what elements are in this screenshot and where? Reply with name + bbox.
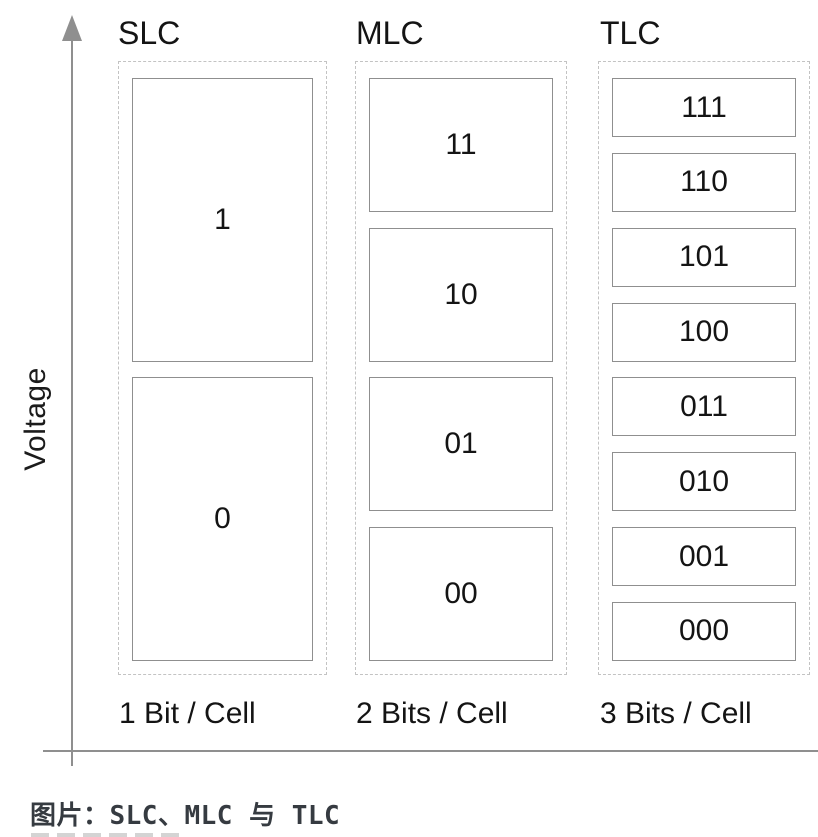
- column-group-mlc: 11 10 01 00: [355, 61, 567, 675]
- column-footer-tlc: 3 Bits / Cell: [600, 697, 752, 730]
- tlc-cell-011: 011: [612, 377, 796, 437]
- mlc-cell-00: 00: [369, 526, 553, 661]
- slc-cell-0: 0: [132, 377, 313, 661]
- tlc-cell-100: 100: [612, 302, 796, 362]
- column-group-tlc: 111 110 101 100 011 010 001 000: [598, 61, 810, 675]
- tlc-cell-000: 000: [612, 601, 796, 661]
- slc-cell-1: 1: [132, 78, 313, 362]
- mlc-cell-11: 11: [369, 78, 553, 212]
- column-footer-slc: 1 Bit / Cell: [119, 697, 256, 730]
- column-header-tlc: TLC: [600, 15, 661, 51]
- column-group-slc: 1 0: [118, 61, 327, 675]
- cutoff-text-line: [31, 833, 187, 837]
- tlc-cell-010: 010: [612, 452, 796, 512]
- tlc-cell-110: 110: [612, 152, 796, 212]
- column-header-mlc: MLC: [356, 15, 424, 51]
- tlc-cell-001: 001: [612, 527, 796, 587]
- mlc-cell-01: 01: [369, 377, 553, 512]
- y-axis-line: [71, 36, 73, 766]
- figure-caption: 图片：SLC、MLC 与 TLC: [30, 801, 341, 831]
- tlc-cell-111: 111: [612, 78, 796, 137]
- y-axis-label: Voltage: [19, 367, 52, 471]
- arrow-up-icon: [62, 15, 82, 41]
- tlc-cell-101: 101: [612, 227, 796, 287]
- mlc-cell-10: 10: [369, 227, 553, 362]
- column-header-slc: SLC: [118, 15, 181, 51]
- column-footer-mlc: 2 Bits / Cell: [356, 697, 508, 730]
- x-axis-line: [43, 750, 818, 752]
